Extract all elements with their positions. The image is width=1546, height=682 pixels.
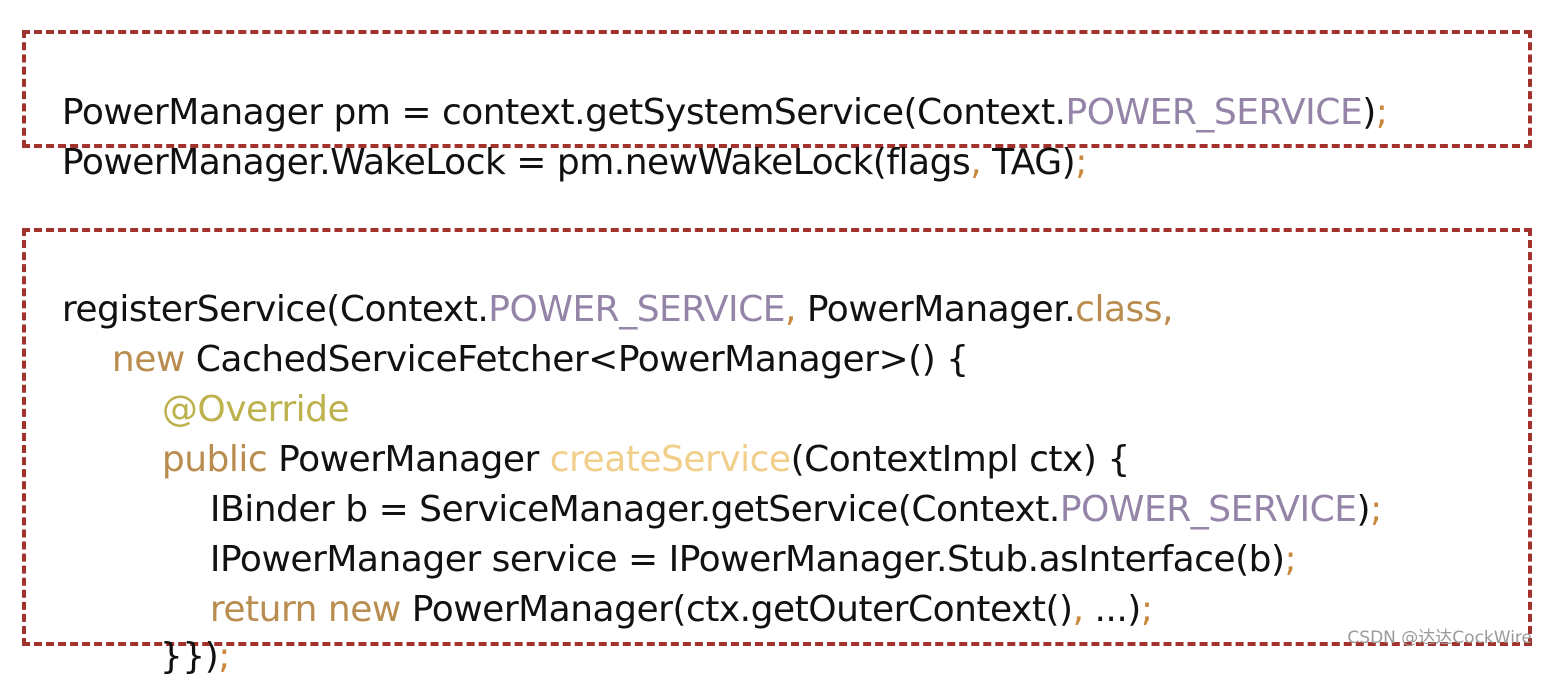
code-line: return new PowerManager(ctx.getOuterCont… xyxy=(188,535,1153,630)
code-token: POWER_SERVICE xyxy=(1059,489,1357,530)
code-token: IPowerManager service = IPowerManager.St… xyxy=(209,539,1285,580)
code-token: POWER_SERVICE xyxy=(1065,92,1363,133)
code-line: new CachedServiceFetcher<PowerManager>()… xyxy=(90,285,969,380)
code-token: @Override xyxy=(161,389,350,430)
code-token: ; xyxy=(218,636,230,677)
code-token: class, xyxy=(1075,289,1173,330)
code-token: ...) xyxy=(1083,589,1141,630)
code-line: IBinder b = ServiceManager.getService(Co… xyxy=(188,435,1382,530)
code-token: PowerManager xyxy=(267,439,550,480)
code-token: IBinder b = ServiceManager.getService(Co… xyxy=(209,489,1060,530)
code-token: POWER_SERVICE xyxy=(488,289,785,330)
code-token: new xyxy=(111,339,185,380)
code-block-1 xyxy=(22,30,1532,148)
code-line: registerService(Context.POWER_SERVICE, P… xyxy=(40,235,1174,330)
code-token: ; xyxy=(1370,489,1382,530)
code-token: PowerManager pm = context.getSystemServi… xyxy=(61,92,1066,133)
code-token: }}) xyxy=(159,636,219,677)
code-token: createService xyxy=(549,439,791,480)
code-token: , xyxy=(784,289,796,330)
code-line: PowerManager.WakeLock = pm.newWakeLock(f… xyxy=(40,88,1087,183)
code-token: PowerManager. xyxy=(795,289,1076,330)
code-token: return new xyxy=(209,589,401,630)
code-token: PowerManager(ctx.getOuterContext() xyxy=(400,589,1073,630)
code-token: CachedServiceFetcher<PowerManager>() { xyxy=(184,339,969,380)
code-token: ; xyxy=(1075,142,1087,183)
code-line: public PowerManager createService(Contex… xyxy=(140,385,1130,480)
code-token: ; xyxy=(1140,589,1153,630)
code-block-2 xyxy=(22,228,1532,646)
watermark: CSDN @达达CockWire xyxy=(1347,628,1532,648)
code-line: IPowerManager service = IPowerManager.St… xyxy=(188,485,1297,580)
code-line: PowerManager pm = context.getSystemServi… xyxy=(40,38,1388,133)
code-token: PowerManager.WakeLock = pm.newWakeLock(f… xyxy=(61,142,971,183)
code-line: }}); xyxy=(138,582,230,677)
code-token: , xyxy=(970,142,982,183)
code-token: (ContextImpl ctx) { xyxy=(790,439,1131,480)
code-token: registerService(Context. xyxy=(61,289,489,330)
code-token: TAG) xyxy=(981,142,1076,183)
code-line: @Override xyxy=(140,335,350,430)
code-token: ) xyxy=(1356,489,1371,530)
code-token: public xyxy=(161,439,268,480)
code-token: ) xyxy=(1362,92,1376,133)
code-token: , xyxy=(1072,589,1084,630)
code-token: ; xyxy=(1284,539,1297,580)
code-token: ; xyxy=(1375,92,1388,133)
